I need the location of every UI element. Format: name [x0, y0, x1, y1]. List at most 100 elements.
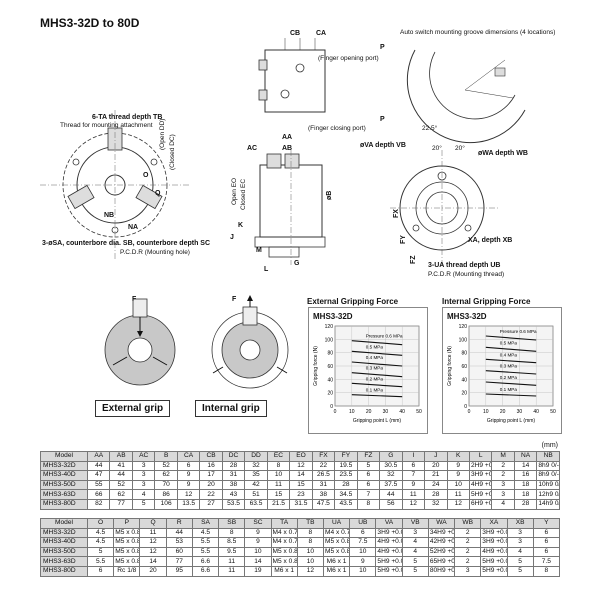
table-header-cell: FY	[334, 451, 358, 462]
series-line	[485, 381, 537, 386]
table-cell: 2	[454, 527, 482, 539]
table-cell: 38	[221, 479, 246, 491]
bottom-view-drawing	[390, 150, 500, 265]
f-arrow-int-label: F	[232, 296, 237, 303]
table-cell: 7	[401, 470, 426, 481]
g-label: G	[294, 260, 300, 267]
table-cell: 8	[218, 527, 246, 539]
x-tick-label: 40	[399, 409, 405, 415]
table-cell: 8	[296, 537, 324, 548]
table-cell: 2	[491, 470, 515, 481]
table-cell: 3	[506, 537, 534, 548]
ta-thread-label: 6-TA thread depth TB	[92, 114, 163, 121]
table-header-cell: R	[165, 518, 193, 529]
series-label: 0.3 MPa	[366, 366, 384, 371]
table-cell: 4H9 +0.030/0	[375, 537, 403, 548]
table-cell: 10	[266, 470, 291, 481]
series-line	[351, 350, 403, 356]
table-header-cell: I	[401, 451, 426, 462]
y-tick-label: 0	[330, 404, 333, 410]
side-view-drawing	[254, 150, 326, 265]
table-cell: 9	[401, 479, 426, 491]
table-cell: 5	[401, 556, 429, 567]
table-cell: 77	[165, 556, 193, 567]
table-cell: 3H9 +0.025/0	[480, 537, 508, 548]
series-label: 0.2 MPa	[500, 375, 518, 380]
table-header-cell: O	[86, 518, 115, 529]
y-tick-label: 40	[461, 377, 467, 383]
table-cell: 41	[109, 460, 133, 472]
table-cell: 3	[131, 470, 156, 481]
table-cell: Rc 1/8	[113, 565, 141, 577]
table-cell: 5	[401, 565, 429, 577]
p-top-label: P	[380, 44, 385, 51]
y-tick-label: 120	[325, 324, 334, 330]
y-tick-label: 0	[464, 404, 467, 410]
table-cell: 5.5	[191, 537, 220, 548]
table-header-cell: FZ	[356, 451, 381, 462]
table-cell: 21.5	[266, 498, 291, 510]
table-cell: 5	[356, 460, 381, 472]
x-tick-label: 50	[550, 409, 556, 415]
closed-dc-label: (Closed DC)	[169, 134, 176, 170]
table-cell: M4 x 0.7	[270, 527, 298, 539]
model-cell: MHS3-80D	[40, 565, 88, 577]
y-tick-label: 60	[327, 364, 333, 370]
y-tick-label: 100	[459, 337, 468, 343]
table-cell: 8	[296, 527, 324, 539]
q-label: Q	[155, 190, 161, 197]
x-tick-label: 20	[366, 409, 372, 415]
table-cell: 15	[266, 489, 291, 500]
table-cell: 2	[454, 556, 482, 567]
mount-thread-label: Thread for mounting attachment	[60, 122, 153, 129]
table-cell: 3	[131, 479, 156, 491]
table-cell: 2	[454, 546, 482, 558]
table-cell: 23.5	[334, 470, 358, 481]
table-cell: 3	[401, 527, 429, 539]
table-header-cell: DD	[244, 451, 268, 462]
table-cell: M5 x 0.8	[113, 527, 141, 539]
table-cell: 11	[218, 556, 246, 567]
pcdr-mount-hole-label: P.C.D.R (Mounting hole)	[120, 249, 190, 256]
table-cell: 5.5	[191, 546, 220, 558]
front-view-drawing	[40, 110, 190, 260]
table-cell: 9	[446, 470, 470, 481]
table-header-cell: WB	[454, 518, 482, 529]
open-eo-label: Open EO	[231, 177, 238, 205]
table-header-cell: M	[491, 451, 515, 462]
table-cell: 28	[424, 489, 448, 500]
table-header-cell: FX	[311, 451, 336, 462]
table-cell: M6 x 1	[270, 565, 298, 577]
groove-detail-drawing	[406, 49, 526, 144]
x-axis-label: Gripping point L (mm)	[487, 418, 535, 424]
y-axis-label: Gripping force (N)	[313, 346, 319, 386]
table-header-cell: K	[446, 451, 470, 462]
table-cell: 4.5	[86, 527, 115, 539]
table-cell: 38	[311, 489, 336, 500]
table-header-cell: J	[424, 451, 448, 462]
table-cell: 44	[379, 489, 403, 500]
table-header-cell: TA	[270, 518, 298, 529]
f-arrow-ext-label: F	[132, 296, 137, 303]
table-cell: 20	[424, 460, 448, 472]
series-line	[351, 340, 403, 346]
table-cell: 18	[513, 479, 538, 491]
table-cell: 28	[221, 460, 246, 472]
series-label: 0.5 MPa	[366, 344, 384, 349]
series-label: Pressure 0.6 MPa	[500, 329, 537, 334]
table-cell: 86	[154, 489, 178, 500]
table-cell: M5 x 0.8	[270, 556, 298, 567]
x-tick-label: 10	[349, 409, 355, 415]
k-label: K	[238, 222, 244, 229]
table-cell: 6.6	[191, 556, 220, 567]
model-cell: MHS3-32D	[40, 527, 88, 539]
y-tick-label: 20	[461, 391, 467, 397]
table-cell: 5H9 +0.030/0	[375, 565, 403, 577]
table-cell: 4	[131, 489, 156, 500]
series-label: 0.4 MPa	[500, 352, 518, 357]
